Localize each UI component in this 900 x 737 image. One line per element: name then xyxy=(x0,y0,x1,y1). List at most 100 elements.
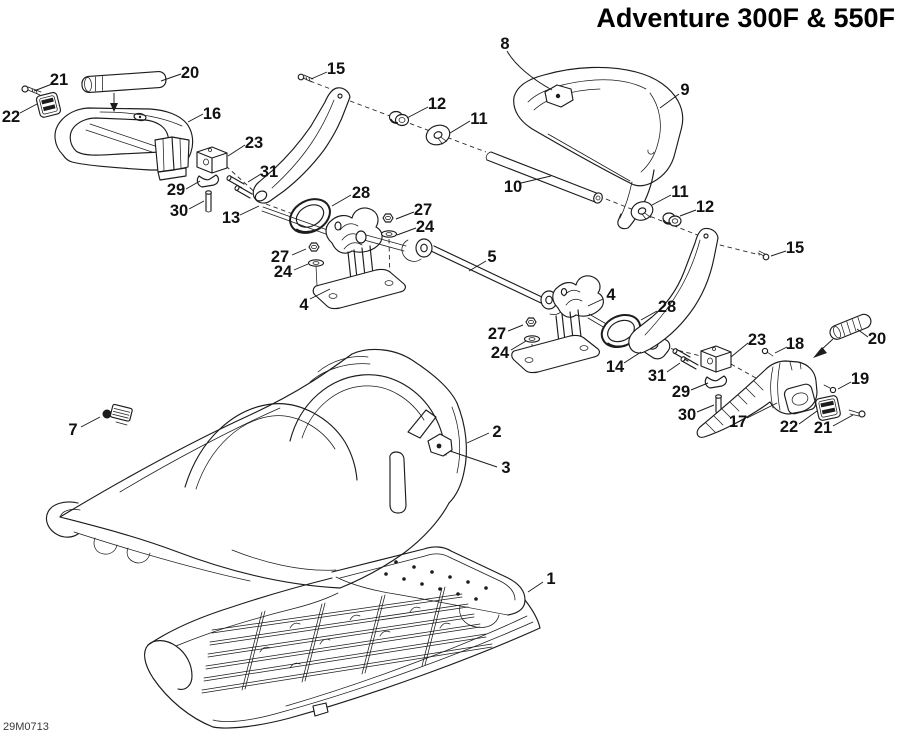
part-screw-18 xyxy=(761,347,774,357)
callout-15a: 15 xyxy=(310,60,345,80)
callout-28a: 28 xyxy=(331,184,370,207)
callout-5: 5 xyxy=(468,248,497,272)
callout-23a-label: 23 xyxy=(245,134,263,152)
callout-24b-label: 24 xyxy=(416,218,435,236)
callout-22b: 22 xyxy=(780,410,818,436)
part-bracket-23b xyxy=(700,345,732,373)
callout-19-label: 19 xyxy=(851,370,869,388)
callout-4b: 4 xyxy=(587,286,616,307)
part-support-arm-left xyxy=(252,87,351,204)
part-screw-21b xyxy=(848,409,866,418)
callout-1-label: 1 xyxy=(546,570,555,588)
part-washer-24c xyxy=(523,335,541,343)
part-grab-handle-left xyxy=(54,107,194,181)
callout-20b-label: 20 xyxy=(868,330,886,348)
callout-14-label: 14 xyxy=(606,358,625,376)
part-washer-11b xyxy=(630,201,654,221)
seat-base-slot xyxy=(312,702,329,717)
callout-24a: 24 xyxy=(274,263,309,281)
doc-code: 29M0713 xyxy=(3,721,49,733)
callout-22a-label: 22 xyxy=(2,108,20,126)
callout-1: 1 xyxy=(527,570,556,593)
callout-24a-label: 24 xyxy=(274,263,293,281)
callout-12a-label: 12 xyxy=(428,95,446,113)
part-clip-29a xyxy=(196,174,220,188)
part-nut-27c xyxy=(525,317,537,327)
part-seat-base xyxy=(143,546,541,729)
callout-11a-label: 11 xyxy=(470,110,487,128)
callout-5-label: 5 xyxy=(487,248,496,266)
callout-13-label: 13 xyxy=(222,209,240,227)
part-washer-11a xyxy=(425,124,451,146)
callout-21b: 21 xyxy=(814,414,854,437)
callout-29b-label: 29 xyxy=(672,383,690,401)
callout-12b-label: 12 xyxy=(696,198,714,216)
callout-28b: 28 xyxy=(640,298,676,321)
callout-2-label: 2 xyxy=(492,423,501,441)
page-title: Adventure 300F & 550F xyxy=(596,3,895,33)
part-pivot-tube xyxy=(485,151,603,204)
callout-10-label: 10 xyxy=(504,178,522,196)
part-screw-19 xyxy=(823,384,837,394)
part-screw-15b xyxy=(757,250,770,261)
callout-9-label: 9 xyxy=(680,81,689,99)
callout-31b: 31 xyxy=(648,362,681,385)
seat-base-perforations xyxy=(384,560,488,601)
callout-30b: 30 xyxy=(678,404,715,424)
callout-24c: 24 xyxy=(491,340,527,362)
callout-14: 14 xyxy=(606,351,642,376)
callout-22b-label: 22 xyxy=(780,418,798,436)
callout-31a: 31 xyxy=(247,163,278,183)
callout-8-label: 8 xyxy=(500,35,509,53)
callout-11a: 11 xyxy=(449,110,488,134)
part-clip-29b xyxy=(704,375,728,389)
part-nut-27b xyxy=(382,213,394,223)
callout-17: 17 xyxy=(729,402,778,431)
callout-16-label: 16 xyxy=(203,105,221,123)
callout-8: 8 xyxy=(500,35,553,91)
part-seat-cushion xyxy=(45,348,467,589)
callout-3: 3 xyxy=(449,450,511,477)
part-screw-15a xyxy=(297,73,314,83)
callouts: 21 20 22 16 15 23 31 29 30 13 12 11 28 2… xyxy=(2,35,886,593)
callout-12a: 12 xyxy=(406,95,446,119)
callout-15a-label: 15 xyxy=(327,60,345,78)
callout-7-label: 7 xyxy=(68,421,77,439)
part-nut-27a xyxy=(308,242,320,252)
part-pin-30a xyxy=(205,190,212,213)
callout-24b: 24 xyxy=(396,218,435,236)
callout-27b-label: 27 xyxy=(414,201,432,219)
callout-15b: 15 xyxy=(770,239,804,257)
part-pedestal-right xyxy=(511,275,604,374)
part-washer-24b xyxy=(380,230,398,238)
part-strap-left xyxy=(81,70,167,112)
seat-base-rails xyxy=(201,586,493,694)
callout-30b-label: 30 xyxy=(678,406,696,424)
part-pin-30b xyxy=(715,394,722,414)
callout-7: 7 xyxy=(68,416,101,439)
callout-28b-label: 28 xyxy=(658,298,676,316)
part-bushing-12b xyxy=(662,212,682,227)
callout-20a-label: 20 xyxy=(181,64,199,82)
part-latch-plate-left xyxy=(35,91,62,118)
part-washer-24a xyxy=(307,259,325,287)
callout-18: 18 xyxy=(774,335,804,354)
callout-24c-label: 24 xyxy=(491,344,510,362)
callout-13: 13 xyxy=(222,205,260,227)
callout-16: 16 xyxy=(187,105,221,123)
callout-15b-label: 15 xyxy=(786,239,804,257)
callout-31a-label: 31 xyxy=(260,163,278,181)
callout-17-label: 17 xyxy=(729,413,747,431)
callout-30a-label: 30 xyxy=(170,202,188,220)
part-backrest xyxy=(513,66,684,230)
callout-27a-label: 27 xyxy=(271,248,289,266)
callout-22a: 22 xyxy=(2,103,38,126)
callout-11b-label: 11 xyxy=(671,183,688,201)
callout-30a: 30 xyxy=(170,200,205,220)
callout-19: 19 xyxy=(837,370,869,390)
callout-11b: 11 xyxy=(651,183,689,206)
callout-23a: 23 xyxy=(227,134,263,157)
part-pins-31b xyxy=(672,348,699,370)
